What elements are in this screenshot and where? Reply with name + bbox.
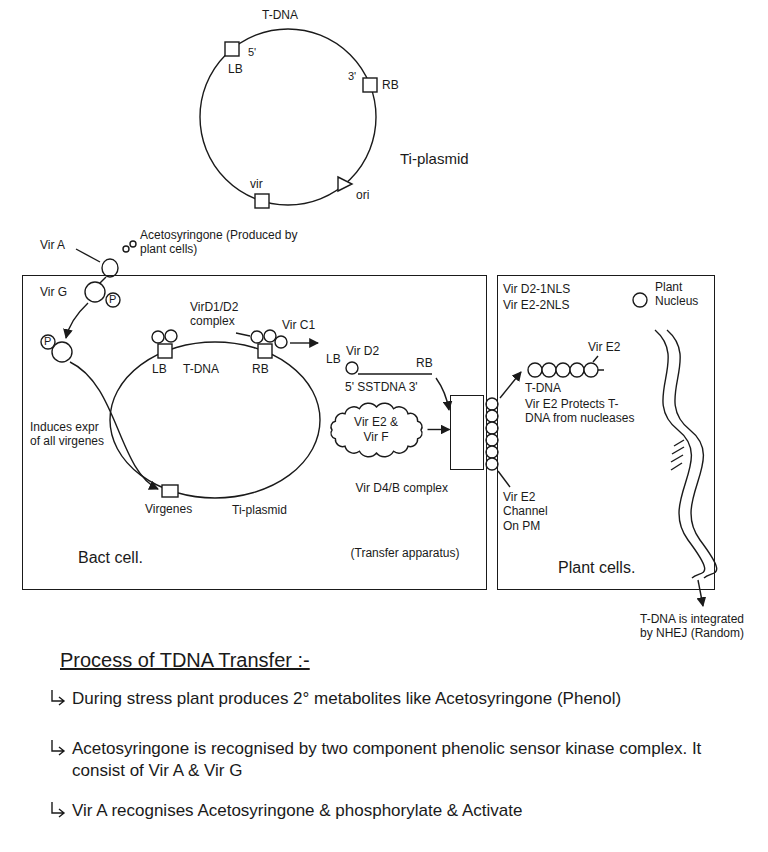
strand-label: T-DNA xyxy=(525,381,561,395)
molecule-dot xyxy=(130,241,136,247)
complex-label: (Transfer apparatus) xyxy=(351,546,460,560)
arrow xyxy=(698,580,703,606)
arrow xyxy=(436,378,449,410)
organelle-label: Plant Nucleus xyxy=(655,280,713,309)
protein-label: Vir A xyxy=(40,238,65,252)
plasmid-label: T-DNA xyxy=(262,8,298,22)
strand-line xyxy=(358,373,432,374)
note-label: T-DNA is integrated by NHEJ (Random) xyxy=(640,612,745,641)
notes-heading: Process of TDNA Transfer :- xyxy=(60,648,310,672)
plasmid-name: Ti-plasmid xyxy=(232,503,287,517)
phosphate-mark: P xyxy=(109,293,116,306)
note-bullet: Vir A recognises Acetosyringone & phosph… xyxy=(72,800,522,822)
protein-cloud: Vir E2 & Vir F xyxy=(325,400,428,460)
link-line xyxy=(100,277,106,283)
note-bullet: During stress plant produces 2° metaboli… xyxy=(72,688,621,710)
leader-line xyxy=(498,471,510,487)
protein-label: Vir D2 xyxy=(346,344,379,358)
note-label: Vir E2 Channel On PM xyxy=(503,490,563,533)
phosphate-circle xyxy=(41,335,55,349)
protein-label: Vir E2 & Vir F xyxy=(347,415,405,444)
drawing xyxy=(41,29,717,817)
leader-line xyxy=(76,249,100,262)
gene-box xyxy=(162,485,178,497)
border-label: LB xyxy=(326,352,341,366)
bullet-arrow xyxy=(52,690,64,705)
arrow xyxy=(66,303,88,338)
end-label: 5' xyxy=(248,46,256,59)
protein-bead xyxy=(584,363,598,377)
gene-label: vir xyxy=(250,177,263,191)
plant-cell: Plant cells. xyxy=(497,275,715,590)
border-label: RB xyxy=(252,362,269,376)
protein-bead xyxy=(556,363,570,377)
end-label: 3' xyxy=(348,70,356,83)
protein-label: Vir E2-2NLS xyxy=(503,298,569,312)
origin-mark xyxy=(338,177,352,191)
complex-label: Vir D4/B complex xyxy=(356,481,448,495)
transfer-channel: Vir D4/B complex(Transfer apparatus) xyxy=(450,395,484,470)
protein-label: Vir C1 xyxy=(282,318,315,332)
bullet-arrow xyxy=(52,740,64,755)
cell-label: Bact cell. xyxy=(78,548,143,567)
molecule-dot xyxy=(123,246,129,252)
hatch-line xyxy=(672,447,684,454)
leader-line xyxy=(593,356,598,362)
protein-symbol xyxy=(251,331,263,343)
chromosome-line xyxy=(667,330,717,578)
region-label: T-DNA xyxy=(183,362,219,376)
border-label: RB xyxy=(416,356,433,370)
hatch-line xyxy=(674,440,684,446)
border-label: LB xyxy=(228,62,243,76)
protein-bead xyxy=(570,363,584,377)
note-label: Induces expr of all virgenes xyxy=(30,420,105,449)
protein-label: Vir G xyxy=(40,285,67,299)
protein-symbol xyxy=(264,330,276,342)
protein-symbol xyxy=(152,331,164,343)
molecule-label: Acetosyringone (Produced by plant cells) xyxy=(140,228,310,257)
plasmid-name: Ti-plasmid xyxy=(400,150,469,168)
gene-box xyxy=(255,194,269,208)
protein-symbol xyxy=(275,336,287,348)
border-box xyxy=(158,344,172,358)
arrow xyxy=(500,372,521,398)
protein-bead xyxy=(528,363,542,377)
strand-label: 5' SSTDNA 3' xyxy=(345,380,418,394)
plasmid-ring xyxy=(110,342,320,498)
complex-label: VirD1/D2 complex xyxy=(190,300,260,329)
hatch-line xyxy=(671,455,683,462)
protein-label: Vir D2-1NLS xyxy=(503,282,570,296)
protein-symbol xyxy=(85,282,105,302)
border-label: LB xyxy=(152,362,167,376)
origin-label: ori xyxy=(356,188,369,202)
hatch-line xyxy=(671,463,682,470)
flow-arrow xyxy=(428,429,450,430)
protein-symbol xyxy=(346,362,358,374)
border-box xyxy=(258,344,272,358)
note-label: Vir E2 Protects T-DNA from nucleases xyxy=(525,397,635,426)
phosphate-mark: P xyxy=(44,335,51,348)
leader-line xyxy=(236,333,250,336)
nucleus-symbol xyxy=(633,293,647,307)
note-bullet: Acetosyringone is recognised by two comp… xyxy=(72,738,752,782)
arrow xyxy=(290,342,318,343)
plasmid-ring xyxy=(200,29,376,205)
border-label: RB xyxy=(382,78,399,92)
cloud-outline xyxy=(330,403,421,457)
phosphate-circle xyxy=(106,293,120,307)
protein-label: Vir E2 xyxy=(588,340,620,354)
cell-label: Plant cells. xyxy=(558,558,635,577)
border-box xyxy=(225,42,239,56)
protein-symbol xyxy=(165,330,177,342)
bullet-arrow xyxy=(52,802,64,817)
gene-label: Virgenes xyxy=(145,502,192,516)
border-box xyxy=(363,78,377,92)
protein-bead xyxy=(542,363,556,377)
